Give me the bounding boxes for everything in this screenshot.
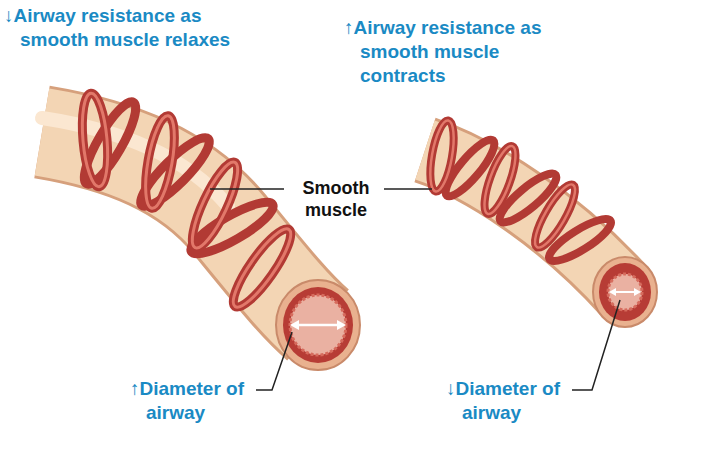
muscle-highlights <box>426 119 582 252</box>
lumen <box>608 274 642 310</box>
measure-label: ↑Diameter of airway <box>130 377 270 425</box>
smooth-muscle-bands <box>426 119 616 268</box>
mucosa <box>283 287 353 363</box>
relaxed-airway <box>42 92 360 370</box>
part-label: Smooth muscle <box>288 177 384 221</box>
constricted-airway <box>425 119 657 327</box>
lumen <box>290 295 346 355</box>
smooth-muscle-bands <box>76 92 299 313</box>
muscle-highlights <box>79 92 299 313</box>
diameter-arrow <box>290 320 346 330</box>
diameter-arrow <box>609 288 641 296</box>
leader-line <box>210 188 284 190</box>
airway-opening <box>593 257 657 327</box>
leader-lines <box>210 189 620 390</box>
leader-line <box>256 332 292 390</box>
leader-line <box>572 300 620 390</box>
airway-opening <box>276 280 360 370</box>
condition-caption: ↓Airway resistance as smooth muscle rela… <box>4 4 234 52</box>
leader-line <box>384 188 432 190</box>
measure-label: ↓Diameter of airway <box>446 377 586 425</box>
mucosa <box>599 263 651 321</box>
condition-caption: ↑Airway resistance as smooth muscle cont… <box>344 16 574 88</box>
